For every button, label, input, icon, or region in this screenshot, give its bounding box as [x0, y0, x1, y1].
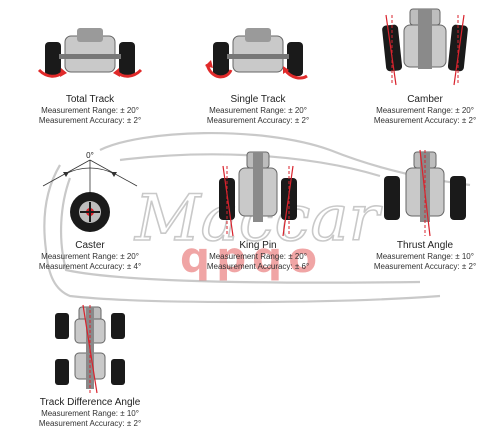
track-difference-title: Track Difference Angle: [39, 397, 141, 408]
camber-title: Camber: [407, 94, 443, 105]
thrust-angle-title: Thrust Angle: [396, 240, 454, 251]
track-difference-range: Measurement Range: ± 10°: [41, 409, 139, 418]
single-track-title: Single Track: [230, 94, 286, 105]
king-pin-car-image: [219, 151, 297, 237]
track-difference-car-image: [55, 304, 125, 394]
single-track-car-image: [205, 28, 308, 80]
caster-title: Caster: [75, 240, 105, 251]
single-track-accuracy: Measurement Accuracy: ± 2°: [206, 116, 310, 125]
watermark-block: qpqo: [180, 233, 323, 282]
caster-angle-label: 0°: [86, 151, 94, 160]
total-track-car-image: [37, 28, 143, 78]
thrust-angle-range: Measurement Range: ± 10°: [376, 252, 474, 261]
card-camber: Camber Measurement Range: ± 20° Measurem…: [350, 5, 500, 126]
camber-accuracy: Measurement Accuracy: ± 2°: [373, 116, 477, 125]
caster-range: Measurement Range: ± 20°: [41, 252, 139, 261]
thrust-angle-accuracy: Measurement Accuracy: ± 2°: [373, 262, 477, 271]
king-pin-accuracy: Measurement Accuracy: ± 6°: [206, 262, 310, 271]
track-difference-accuracy: Measurement Accuracy: ± 2°: [38, 419, 142, 428]
caster-accuracy: Measurement Accuracy: ± 4°: [38, 262, 142, 271]
thrust-angle-car-image: [384, 149, 466, 237]
card-caster: 0° Caster Measurement Range: ± 20° Measu…: [15, 148, 165, 272]
caster-wheel-image: 0°: [42, 151, 138, 232]
camber-car-image: [382, 8, 468, 86]
card-thrust-angle: Thrust Angle Measurement Range: ± 10° Me…: [350, 148, 500, 272]
king-pin-range: Measurement Range: ± 20°: [209, 252, 307, 261]
card-track-difference-angle: Track Difference Angle Measurement Range…: [15, 303, 165, 429]
camber-range: Measurement Range: ± 20°: [376, 106, 474, 115]
total-track-range: Measurement Range: ± 20°: [41, 106, 139, 115]
total-track-title: Total Track: [65, 94, 115, 105]
card-king-pin: King Pin Measurement Range: ± 20° Measur…: [183, 148, 333, 272]
total-track-accuracy: Measurement Accuracy: ± 2°: [38, 116, 142, 125]
card-single-track: Single Track Measurement Range: ± 20° Me…: [183, 20, 333, 126]
card-total-track: Total Track Measurement Range: ± 20° Mea…: [15, 20, 165, 126]
king-pin-title: King Pin: [239, 240, 277, 251]
single-track-range: Measurement Range: ± 20°: [209, 106, 307, 115]
